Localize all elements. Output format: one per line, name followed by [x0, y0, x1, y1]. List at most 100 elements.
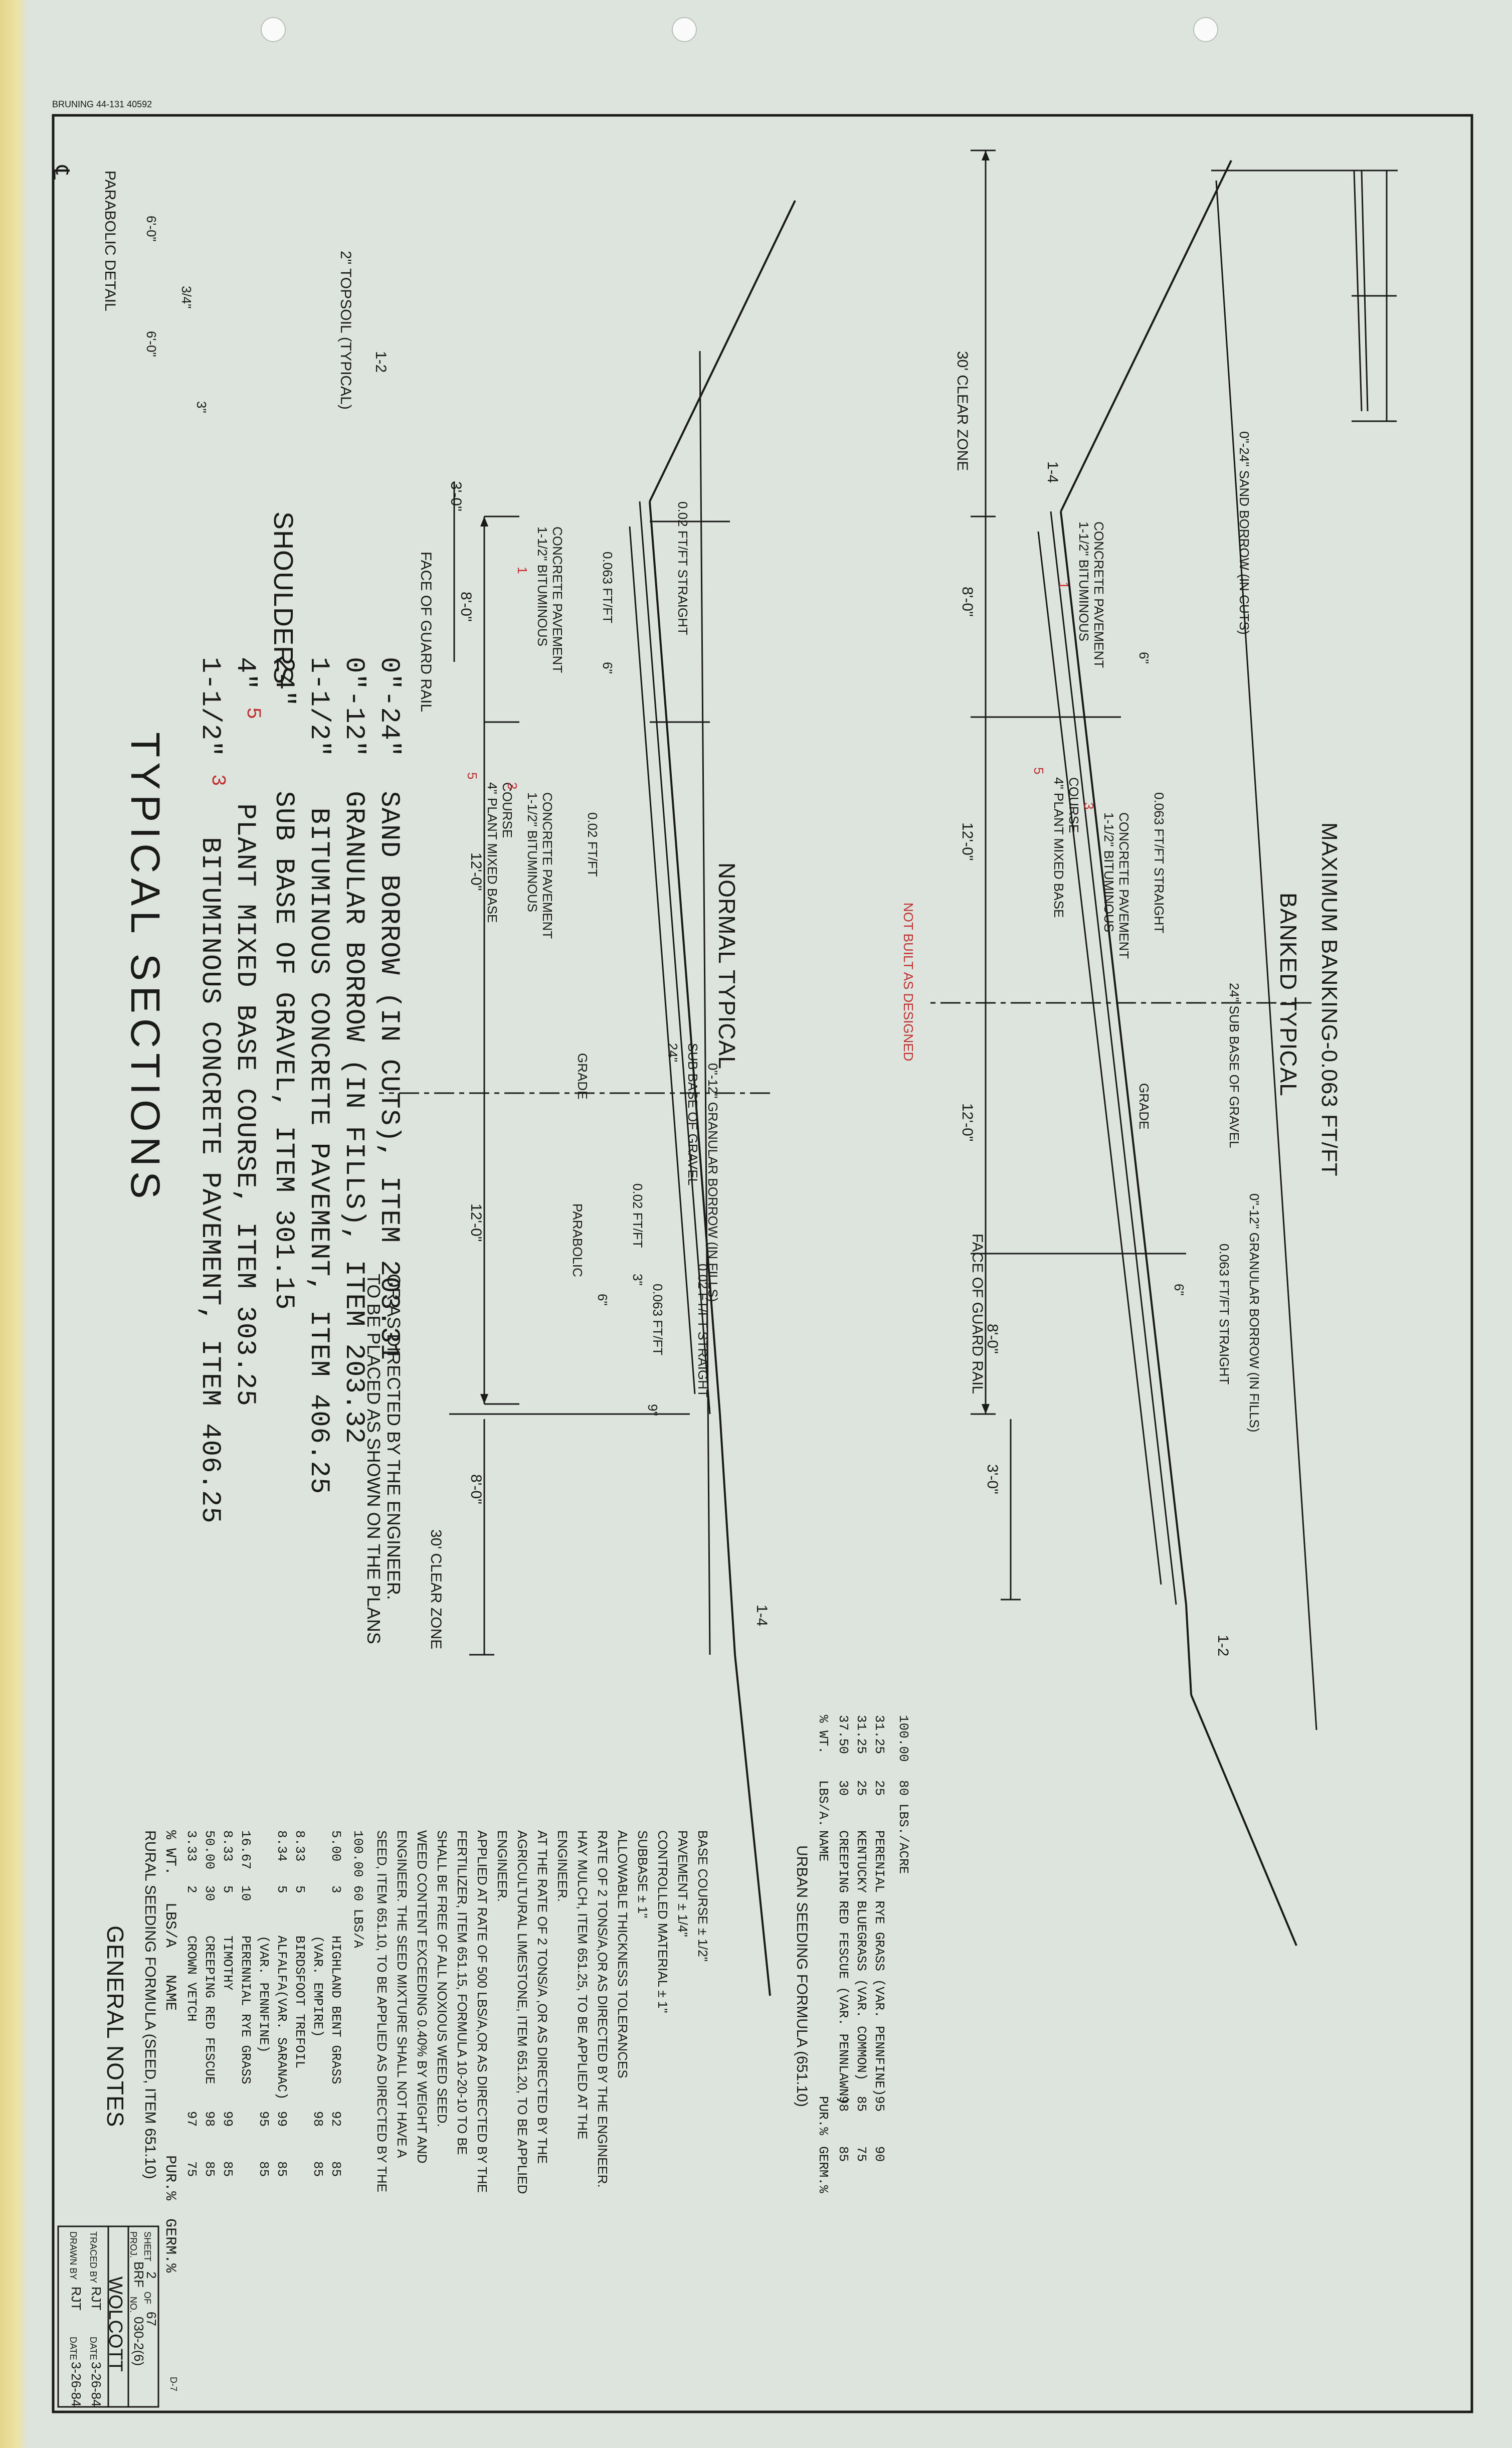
- rural-cell: (VAR. EMPIRE): [310, 1936, 325, 2037]
- shoulder-item-row: 1-1/2" BITUMINOUS CONCRETE PAVEMENT, ITE…: [303, 657, 334, 1494]
- banked-cut-slope-left: [1060, 160, 1232, 512]
- slope-label: 0.063 FT/FT: [650, 1284, 665, 1356]
- tb-label: NO.: [128, 2297, 138, 2313]
- slope-label: 1-2: [372, 351, 389, 373]
- rural-cell: 8.33: [292, 1830, 307, 1862]
- rural-header: % WT. LBS/A NAME PUR.% GERM.%: [161, 1830, 178, 2273]
- normal-section-title: NORMAL TYPICAL: [714, 862, 740, 1070]
- tb-town: WOLCOTT: [105, 2277, 126, 2372]
- rural-cell: 85: [256, 2161, 271, 2177]
- rural-cell: PERENNIAL RYE GRASS: [238, 1936, 253, 2084]
- sheet-border: [52, 114, 1473, 2413]
- clear-zone-label: 30' CLEAR ZONE: [954, 351, 971, 471]
- item-correction: 3: [206, 774, 229, 787]
- rural-cell: 5.00: [328, 1830, 343, 1862]
- rural-cell: 85: [202, 2161, 217, 2177]
- item-correction: 5: [241, 707, 264, 720]
- col-header: LBS/A: [161, 1902, 178, 1948]
- bit-label: CONCRETE PAVEMENT: [1116, 812, 1131, 959]
- tb-sheet: 2: [144, 2271, 159, 2279]
- plant-label: COURSE: [1066, 777, 1081, 833]
- dim-label: 12'-0": [959, 822, 976, 861]
- parabolic-surface: [1361, 170, 1369, 412]
- normal-subbase-bottom: [699, 351, 711, 1655]
- rural-title: RURAL SEEDING FORMULA (SEED, ITEM 651.10…: [142, 1830, 158, 2179]
- red-correction: 1: [1056, 582, 1071, 589]
- item-text: PLANT MIXED BASE COURSE, ITEM 303.25: [230, 803, 260, 1407]
- urban-cell: 25: [872, 1780, 887, 1796]
- note-line: CONTROLLED MATERIAL ± 1": [655, 1830, 670, 2013]
- urban-cell: 30: [836, 1780, 851, 1796]
- tb-label: TRACED BY: [88, 2231, 98, 2284]
- col-header: GERM.%: [161, 2218, 178, 2273]
- bit-label: CONCRETE PAVEMENT: [540, 792, 555, 939]
- guard-rail-label: FACE OF GUARD RAIL: [969, 1234, 986, 1394]
- rural-cell: ALFALFA(VAR. SARANAC): [274, 1936, 289, 2100]
- note-line: SEED, ITEM 651.10, TO BE APPLIED AS DIRE…: [374, 1830, 390, 2193]
- note-line: FERTILIZER, ITEM 651.15, FORMULA 10-20-1…: [455, 1830, 470, 2155]
- slope-label: 1-2: [1215, 1635, 1231, 1657]
- dim-label: 24": [665, 1043, 680, 1063]
- col-header: % WT.: [161, 1830, 178, 1876]
- bit-label: 1-1/2" BITUMINOUS: [1101, 812, 1116, 932]
- normal-shoulder-right: [719, 1414, 736, 1655]
- dim-label: 6": [1172, 1284, 1187, 1296]
- tb-label: DRAWN BY: [68, 2231, 78, 2280]
- note-line: ENGINEER.: [555, 1830, 570, 1902]
- shoulder-thickness: 1-1/2": [303, 657, 334, 758]
- rural-cell: 10: [238, 1885, 253, 1901]
- banked-subtitle: MAXIMUM BANKING-0.063 FT/FT: [1317, 822, 1342, 1177]
- plant-label: COURSE: [500, 782, 515, 838]
- rural-cell: 2: [184, 1885, 199, 1893]
- urban-cell: 95: [872, 2096, 887, 2112]
- parabolic-dim: 3": [194, 401, 209, 413]
- sand-borrow-label: 0"-24" SAND BORROW (IN CUTS): [1237, 431, 1252, 635]
- urban-cell: PERENIAL RYE GRASS (VAR. PENNFINE): [872, 1830, 887, 2096]
- tb-code: D-7: [168, 2377, 178, 2392]
- note-line: RATE OF 2 TONS/A,OR AS DIRECTED BY THE E…: [595, 1830, 610, 2188]
- slope-label: 0.02 FT/FT STRAIGHT: [675, 501, 690, 635]
- urban-cell: 85: [836, 2146, 851, 2162]
- rural-cell: 92: [328, 2111, 343, 2127]
- rural-cell: BIRDSFOOT TREFOIL: [292, 1936, 307, 2069]
- plant-label: 4" PLANT MIXED BASE: [1051, 777, 1066, 918]
- tb-drawn-by: RJT: [69, 2287, 84, 2311]
- clear-zone-label: 30' CLEAR ZONE: [428, 1529, 444, 1650]
- shoulder-text: BITUMINOUS CONCRETE PAVEMENT, ITEM 406.2…: [303, 807, 334, 1495]
- granular-label: 0"-12" GRANULAR BORROW (IN FILLS): [1247, 1193, 1262, 1433]
- rural-cell: 97: [184, 2111, 199, 2127]
- banked-base-bottom: [1037, 531, 1162, 1585]
- urban-total-cell: 100.00: [896, 1715, 911, 1762]
- punch-hole: [672, 17, 697, 42]
- topsoil-label: 2" TOPSOIL (TYPICAL): [337, 251, 354, 410]
- banked-shoulder-right: [1185, 1604, 1192, 1695]
- subbase-label: 24" SUB BASE OF GRAVEL: [1227, 983, 1242, 1148]
- rural-total-cell: 100.00: [350, 1830, 365, 1877]
- item-row: 4" 5 PLANT MIXED BASE COURSE, ITEM 303.2…: [229, 657, 264, 1407]
- rural-cell: 8.34: [274, 1830, 289, 1862]
- parabolic-dim: 6'-0": [144, 331, 159, 357]
- item-row: 1-1/2" 3 BITUMINOUS CONCRETE PAVEMENT, I…: [194, 657, 229, 1524]
- urban-cell: 98: [836, 2096, 851, 2112]
- dim-label: 8'-0": [468, 1474, 484, 1504]
- rural-cell: 5: [274, 1885, 289, 1893]
- item-thickness: 4": [230, 657, 260, 690]
- shoulder-item-row: 0"-24" SAND BORROW (IN CUTS), ITEM 203.3…: [373, 657, 404, 1360]
- urban-cell: 37.50: [836, 1715, 851, 1755]
- item-row: 24" SUB BASE OF GRAVEL, ITEM 301.15: [268, 657, 299, 1310]
- guard-rail-label: FACE OF GUARD RAIL: [418, 552, 434, 713]
- rural-cell: CREEPING RED FESCUE: [202, 1936, 217, 2084]
- centerline-symbol: ℄: [49, 165, 73, 180]
- slope-label: 0.063 FT/FT STRAIGHT: [1152, 792, 1167, 934]
- red-correction: 5: [465, 772, 480, 780]
- dim-label: 9": [645, 1404, 660, 1416]
- rural-cell: TIMOTHY: [220, 1936, 235, 1991]
- rural-total-cell: 60 LBS/A: [350, 1885, 365, 1948]
- note-line: ENGINEER.: [495, 1830, 510, 1902]
- shoulder-pav-label: CONCRETE PAVEMENT: [550, 527, 565, 673]
- rural-cell: 3.33: [184, 1830, 199, 1862]
- shoulder-pav-label: 1-1/2" BITUMINOUS: [535, 527, 550, 646]
- shoulder-pav-label: 1-1/2" BITUMINOUS: [1076, 521, 1091, 641]
